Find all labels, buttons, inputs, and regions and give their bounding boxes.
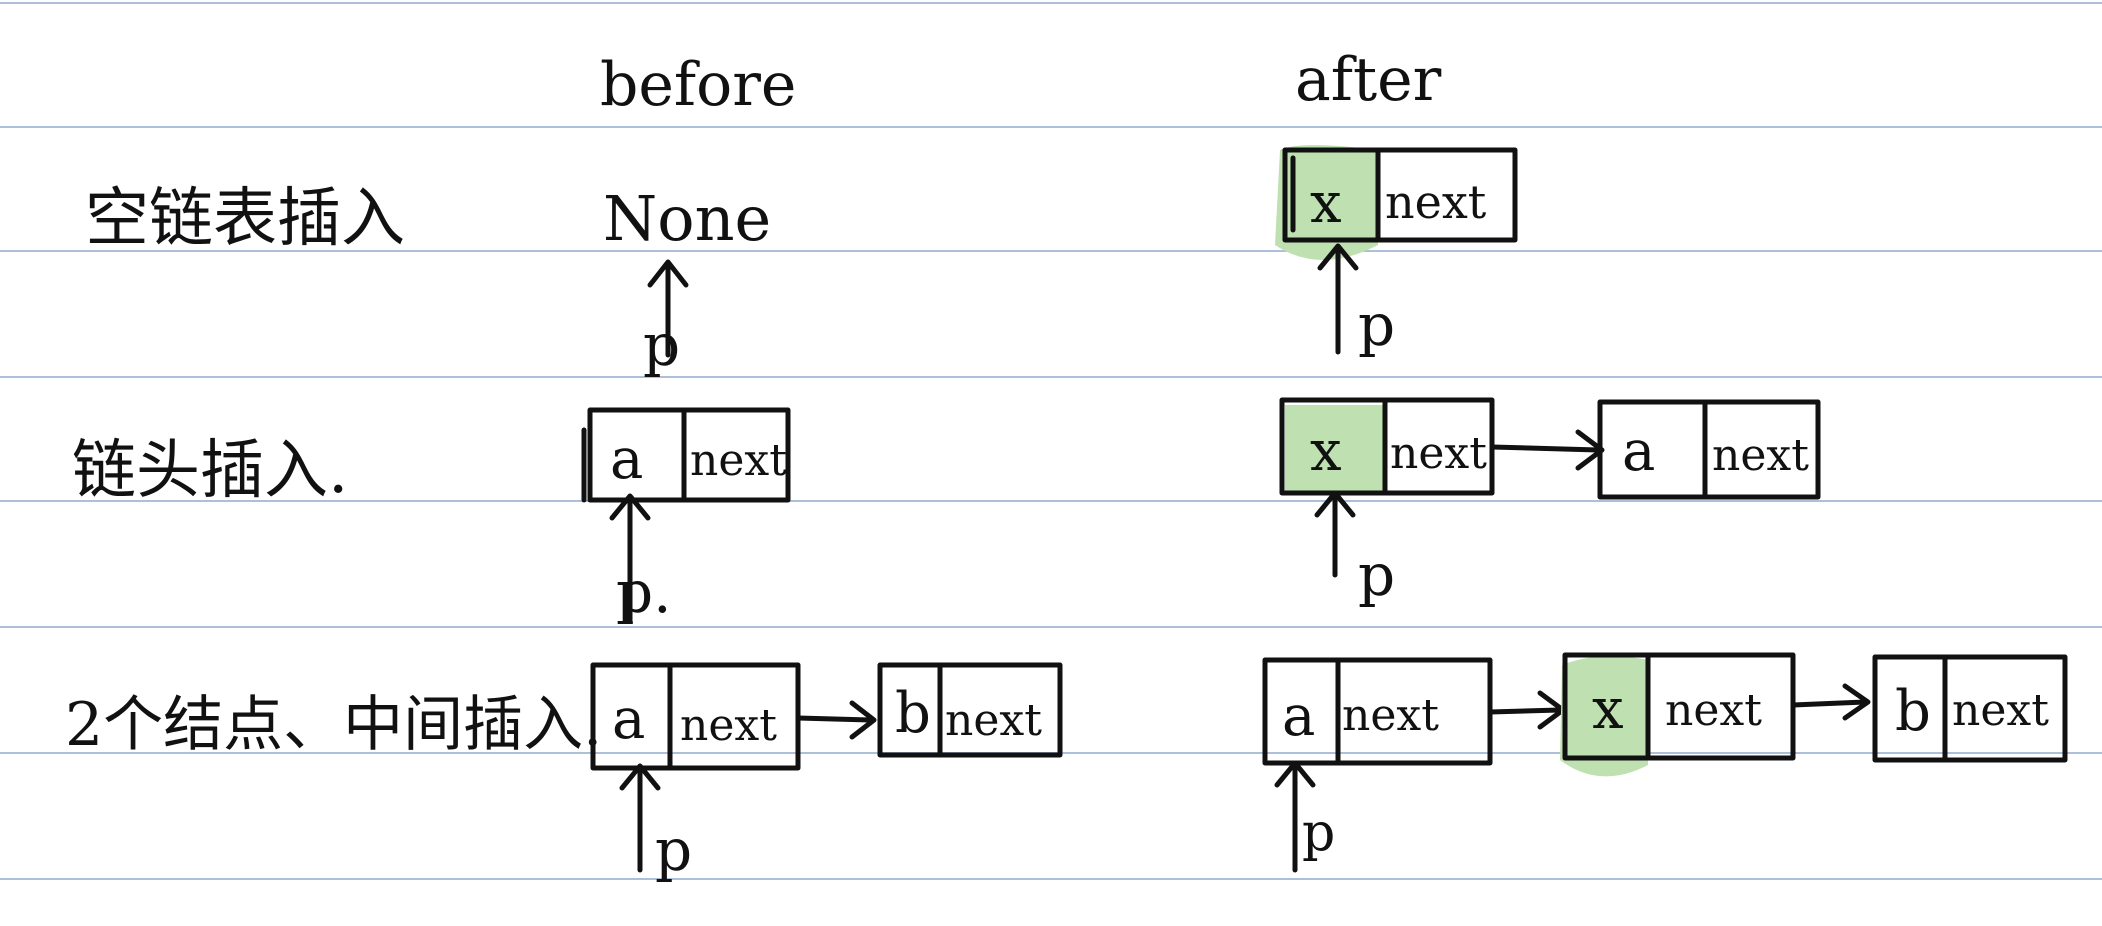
node-value: b — [1895, 679, 1931, 744]
node-next: next — [1385, 175, 1487, 229]
node-next: next — [690, 435, 787, 486]
node-value: a — [610, 427, 643, 492]
row3-after: a next x next b next p — [1262, 652, 2068, 873]
node-value: x — [1592, 677, 1624, 742]
row1-before: None p — [603, 182, 771, 379]
node-next: next — [1712, 430, 1809, 481]
ruled-lines — [0, 2, 2102, 880]
highlight-x — [1285, 405, 1385, 495]
row2-after: x next a next p — [1279, 397, 1821, 609]
row2-before: a next p. — [581, 407, 791, 626]
none-text: None — [603, 182, 771, 255]
pointer-label: p. — [616, 558, 672, 626]
node-value: a — [1622, 419, 1655, 484]
row-label-head-insert: 链头插入. — [72, 434, 348, 508]
row3-before: a next b next p — [590, 662, 1063, 884]
header-before: before — [600, 50, 796, 120]
pointer-label: p — [643, 311, 680, 379]
node-next: next — [945, 695, 1042, 746]
node-next: next — [1952, 685, 2049, 736]
node-value: x — [1310, 419, 1342, 484]
highlight-x — [1560, 656, 1648, 777]
header-after: after — [1295, 45, 1442, 115]
pointer-label: p — [655, 816, 692, 884]
node-next: next — [1390, 428, 1487, 479]
node-value: a — [1282, 684, 1315, 749]
pointer-label: p — [1358, 541, 1395, 609]
highlight-x — [1275, 145, 1378, 260]
pointer-label: p — [1358, 291, 1395, 359]
node-value: x — [1310, 171, 1342, 236]
row-label-empty-list: 空链表插入 — [85, 182, 405, 256]
row1-after: x next p — [1275, 145, 1518, 359]
pointer-label: p — [1302, 803, 1335, 863]
node-next: next — [1665, 685, 1762, 736]
node-value: b — [895, 681, 931, 746]
node-next: next — [1342, 690, 1439, 741]
node-value: a — [612, 687, 645, 752]
node-next: next — [680, 700, 777, 751]
row-label-middle-insert: 2个结点、中间插入. — [65, 690, 602, 760]
